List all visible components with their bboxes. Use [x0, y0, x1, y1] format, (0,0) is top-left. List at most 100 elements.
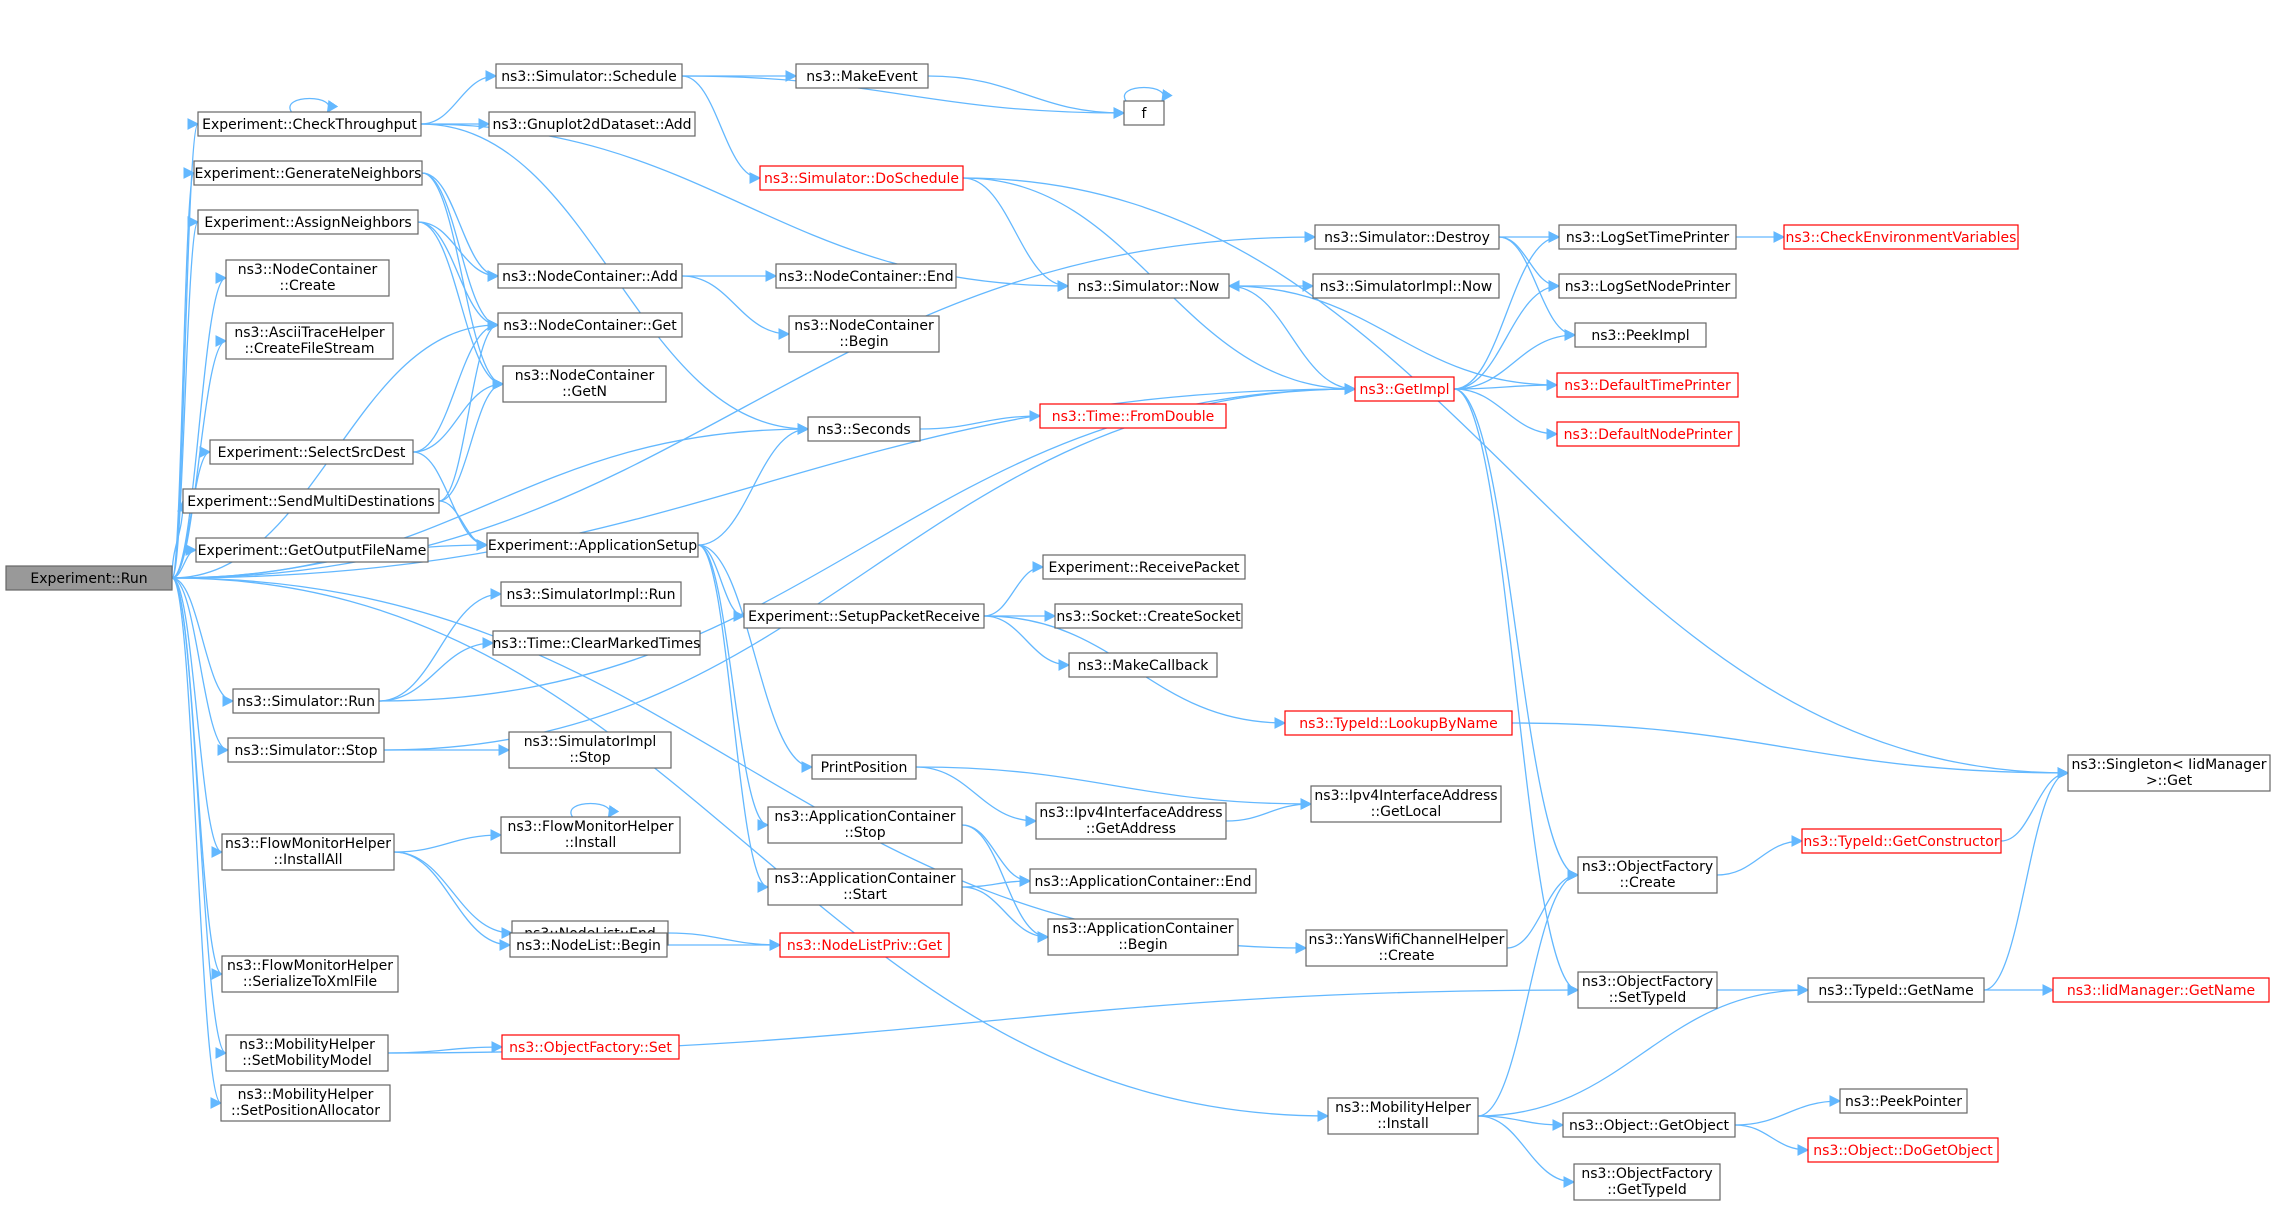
- node-simulatorNow[interactable]: ns3::Simulator::Now: [1067, 273, 1230, 299]
- edge-flowInstallAll-to-nodeListEnd: [393, 851, 514, 939]
- node-ipv4GetLocal[interactable]: ns3::Ipv4InterfaceAddress::GetLocal: [1310, 785, 1502, 823]
- node-objectFactoryCreate[interactable]: ns3::ObjectFactory::Create: [1577, 856, 1718, 894]
- node-defaultNodePrinter[interactable]: ns3::DefaultNodePrinter: [1556, 421, 1740, 447]
- node-simImplNow[interactable]: ns3::SimulatorImpl::Now: [1312, 273, 1500, 299]
- node-nodeContainerAdd[interactable]: ns3::NodeContainer::Add: [497, 263, 683, 289]
- node-receivePacket[interactable]: Experiment::ReceivePacket: [1042, 554, 1246, 580]
- node-flowInstall[interactable]: ns3::FlowMonitorHelper::Install: [500, 816, 681, 854]
- node-mobSetMobilityModel[interactable]: ns3::MobilityHelper::SetMobilityModel: [225, 1034, 389, 1072]
- node-timeClearMarked[interactable]: ns3::Time::ClearMarkedTimes: [492, 630, 701, 656]
- node-objectFactorySet[interactable]: ns3::ObjectFactory::Set: [501, 1034, 680, 1060]
- node-appContainerEnd[interactable]: ns3::ApplicationContainer::End: [1029, 868, 1257, 894]
- node-box: [1573, 1163, 1721, 1201]
- edge-sendMultiDestinations-to-nodeContainerGet: [438, 319, 500, 502]
- node-nodeListBegin[interactable]: ns3::NodeList::Begin: [509, 932, 668, 958]
- node-box: [788, 315, 940, 353]
- node-assignNeighbors[interactable]: Experiment::AssignNeighbors: [197, 209, 419, 235]
- node-nodeContainerEnd[interactable]: ns3::NodeContainer::End: [775, 263, 957, 289]
- edge-simDoSchedule-to-simulatorNow: [962, 177, 1070, 292]
- node-label: ns3::Object::GetObject: [1569, 1118, 1730, 1134]
- node-box: [497, 312, 683, 338]
- node-run[interactable]: Experiment::Run: [5, 565, 173, 591]
- node-getImpl[interactable]: ns3::GetImpl: [1354, 376, 1455, 402]
- node-label: ::Begin: [1118, 937, 1167, 953]
- node-flowSerialize[interactable]: ns3::FlowMonitorHelper::SerializeToXmlFi…: [221, 955, 399, 993]
- node-nodeContainerGet[interactable]: ns3::NodeContainer::Get: [497, 312, 683, 338]
- node-seconds[interactable]: ns3::Seconds: [807, 416, 921, 442]
- edge-checkThroughput-to-checkThroughput: [289, 97, 339, 113]
- node-setupPacketReceive[interactable]: Experiment::SetupPacketReceive: [743, 603, 985, 629]
- edge-generateNeighbors-to-nodeContainerGet: [421, 172, 500, 331]
- node-nodeListPrivGet[interactable]: ns3::NodeListPriv::Get: [779, 932, 950, 958]
- node-singletonGet[interactable]: ns3::Singleton< IidManager>::Get: [2067, 754, 2271, 792]
- node-box: [1310, 785, 1502, 823]
- node-yansCreate[interactable]: ns3::YansWifiChannelHelper::Create: [1305, 929, 1508, 967]
- node-objectGetObject[interactable]: ns3::Object::GetObject: [1562, 1112, 1736, 1138]
- node-f[interactable]: f: [1123, 100, 1165, 126]
- node-typeIdLookup[interactable]: ns3::TypeId::LookupByName: [1284, 710, 1513, 736]
- node-generateNeighbors[interactable]: Experiment::GenerateNeighbors: [193, 160, 423, 186]
- node-appContainerStop[interactable]: ns3::ApplicationContainer::Stop: [767, 806, 963, 844]
- node-getOutputFileName[interactable]: Experiment::GetOutputFileName: [195, 537, 429, 563]
- node-ipv4GetAddress[interactable]: ns3::Ipv4InterfaceAddress::GetAddress: [1035, 802, 1227, 840]
- node-logSetTimePrinter[interactable]: ns3::LogSetTimePrinter: [1558, 224, 1737, 250]
- node-makeEvent[interactable]: ns3::MakeEvent: [795, 63, 929, 89]
- node-label: ::Install: [1377, 1116, 1429, 1132]
- node-appContainerStart[interactable]: ns3::ApplicationContainer::Start: [767, 868, 963, 906]
- node-box: [1562, 1112, 1736, 1138]
- node-mobSetPositionAllocator[interactable]: ns3::MobilityHelper::SetPositionAllocato…: [220, 1084, 391, 1122]
- edge-applicationSetup-to-appContainerStart: [697, 544, 770, 893]
- node-iidManagerGetName[interactable]: ns3::IidManager::GetName: [2052, 977, 2270, 1003]
- node-typeIdGetName[interactable]: ns3::TypeId::GetName: [1807, 977, 1985, 1003]
- node-label: ns3::MakeEvent: [806, 69, 918, 85]
- edge-simulatorRun-to-timeClearMarked: [378, 637, 495, 702]
- node-label: ns3::Simulator::Now: [1078, 279, 1220, 295]
- edge-mobInstall-to-objectGetObject: [1477, 1115, 1565, 1131]
- node-checkEnvVars[interactable]: ns3::CheckEnvironmentVariables: [1783, 224, 2019, 250]
- node-simImplRun[interactable]: ns3::SimulatorImpl::Run: [500, 581, 682, 607]
- node-logSetNodePrinter[interactable]: ns3::LogSetNodePrinter: [1558, 273, 1737, 299]
- edge-sendMultiDestinations-to-applicationSetup: [438, 500, 489, 551]
- edge-appContainerStop-to-appContainerEnd: [961, 824, 1032, 887]
- node-label: ns3::MobilityHelper: [1335, 1100, 1471, 1116]
- node-asciiCreateFileStream[interactable]: ns3::AsciiTraceHelper::CreateFileStream: [225, 322, 394, 360]
- node-nodeContainerGetN[interactable]: ns3::NodeContainer::GetN: [502, 365, 667, 403]
- node-sendMultiDestinations[interactable]: Experiment::SendMultiDestinations: [182, 488, 440, 514]
- node-simulatorRun[interactable]: ns3::Simulator::Run: [232, 688, 380, 714]
- edge-generateNeighbors-to-nodeContainerAdd: [421, 172, 500, 282]
- node-nodeContainerCreate[interactable]: ns3::NodeContainer::Create: [225, 259, 390, 297]
- node-makeCallback[interactable]: ns3::MakeCallback: [1068, 652, 1218, 678]
- node-mobInstall[interactable]: ns3::MobilityHelper::Install: [1327, 1097, 1479, 1135]
- node-peekImpl[interactable]: ns3::PeekImpl: [1574, 322, 1707, 348]
- node-gnuplotAdd[interactable]: ns3::Gnuplot2dDataset::Add: [488, 111, 696, 137]
- node-checkThroughput[interactable]: Experiment::CheckThroughput: [197, 111, 422, 137]
- node-simDoSchedule[interactable]: ns3::Simulator::DoSchedule: [759, 165, 964, 191]
- node-selectSrcDest[interactable]: Experiment::SelectSrcDest: [209, 439, 414, 465]
- edge-assignNeighbors-to-nodeContainerGetN: [417, 221, 505, 390]
- node-objectFactoryGetTypeId[interactable]: ns3::ObjectFactory::GetTypeId: [1573, 1163, 1721, 1201]
- node-peekPointer[interactable]: ns3::PeekPointer: [1839, 1088, 1968, 1114]
- node-label: ns3::MakeCallback: [1078, 658, 1210, 674]
- node-simulatorSchedule[interactable]: ns3::Simulator::Schedule: [495, 63, 683, 89]
- node-socketCreateSocket[interactable]: ns3::Socket::CreateSocket: [1054, 603, 1243, 629]
- node-nodeContainerBegin[interactable]: ns3::NodeContainer::Begin: [788, 315, 940, 353]
- node-appContainerBegin[interactable]: ns3::ApplicationContainer::Begin: [1047, 918, 1239, 956]
- node-typeIdGetConstructor[interactable]: ns3::TypeId::GetConstructor: [1801, 828, 2002, 854]
- node-box: [1807, 977, 1985, 1003]
- edge-mobInstall-to-objectFactoryGetTypeId: [1477, 1115, 1576, 1188]
- node-label: Experiment::ApplicationSetup: [488, 538, 697, 554]
- node-flowInstallAll[interactable]: ns3::FlowMonitorHelper::InstallAll: [221, 833, 395, 871]
- node-printPosition[interactable]: PrintPosition: [811, 754, 917, 780]
- node-applicationSetup[interactable]: Experiment::ApplicationSetup: [486, 532, 699, 558]
- node-timeFromDouble[interactable]: ns3::Time::FromDouble: [1039, 403, 1227, 429]
- node-label: ::GetN: [562, 384, 607, 400]
- node-objectDoGetObject[interactable]: ns3::Object::DoGetObject: [1807, 1137, 1999, 1163]
- node-defaultTimePrinter[interactable]: ns3::DefaultTimePrinter: [1556, 372, 1739, 398]
- node-label: ns3::Ipv4InterfaceAddress: [1314, 788, 1497, 804]
- node-simImplStop[interactable]: ns3::SimulatorImpl::Stop: [508, 731, 672, 769]
- node-box: [500, 581, 682, 607]
- node-objectFactorySetTypeId[interactable]: ns3::ObjectFactory::SetTypeId: [1577, 971, 1718, 1009]
- node-simulatorStop[interactable]: ns3::Simulator::Stop: [227, 737, 385, 763]
- node-simulatorDestroy[interactable]: ns3::Simulator::Destroy: [1314, 224, 1500, 250]
- node-label: ns3::ApplicationContainer: [774, 871, 955, 887]
